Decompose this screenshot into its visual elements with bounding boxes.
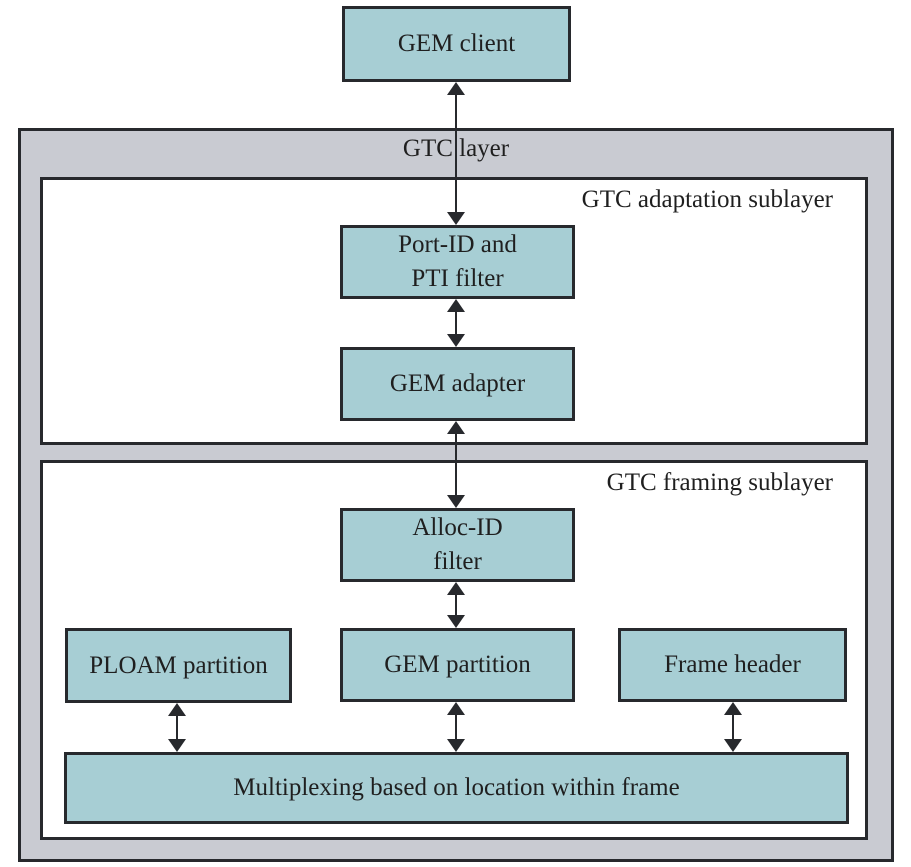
alloc-id-filter-line2: filter bbox=[433, 548, 482, 575]
gem-adapter-label: GEM adapter bbox=[389, 370, 526, 397]
arrowhead-down-icon bbox=[168, 739, 186, 752]
multiplexing-label: Multiplexing based on location within fr… bbox=[233, 774, 680, 801]
port-id-pti-filter-line1: Port-ID and bbox=[398, 231, 517, 258]
gem-partition-box: GEM partition bbox=[340, 628, 575, 702]
arrow-gem-partition-multiplexing bbox=[447, 702, 465, 752]
gtc-adaptation-sublayer-label: GTC adaptation sublayer bbox=[581, 186, 833, 213]
arrow-line bbox=[455, 426, 457, 503]
arrow-line bbox=[455, 304, 457, 342]
arrowhead-down-icon bbox=[447, 212, 465, 225]
arrow-line bbox=[455, 707, 457, 747]
arrow-line bbox=[176, 708, 178, 747]
port-id-pti-filter-line2: PTI filter bbox=[411, 265, 504, 292]
frame-header-box: Frame header bbox=[618, 628, 847, 702]
arrowhead-down-icon bbox=[447, 615, 465, 628]
arrowhead-down-icon bbox=[447, 739, 465, 752]
gtc-framing-sublayer-label: GTC framing sublayer bbox=[606, 469, 833, 496]
multiplexing-box: Multiplexing based on location within fr… bbox=[64, 752, 849, 824]
arrow-port-id-filter-gem-adapter bbox=[447, 299, 465, 347]
alloc-id-filter-box: Alloc-ID filter bbox=[340, 508, 575, 582]
gem-client-label: GEM client bbox=[397, 30, 516, 57]
arrow-gem-adapter-alloc-id-filter bbox=[447, 421, 465, 508]
alloc-id-filter-line1: Alloc-ID bbox=[412, 514, 503, 541]
gem-client-box: GEM client bbox=[342, 6, 571, 82]
arrow-line bbox=[455, 87, 457, 220]
gem-adapter-box: GEM adapter bbox=[340, 347, 575, 421]
arrowhead-down-icon bbox=[724, 739, 742, 752]
port-id-pti-filter-box: Port-ID and PTI filter bbox=[340, 225, 575, 299]
arrowhead-down-icon bbox=[447, 495, 465, 508]
arrowhead-down-icon bbox=[447, 334, 465, 347]
gem-partition-label: GEM partition bbox=[384, 651, 531, 678]
arrow-frame-header-multiplexing bbox=[724, 702, 742, 752]
arrow-gem-client-port-id-filter bbox=[447, 82, 465, 225]
arrow-ploam-partition-multiplexing bbox=[168, 703, 186, 752]
ploam-partition-label: PLOAM partition bbox=[89, 651, 268, 679]
ploam-partition-box: PLOAM partition bbox=[65, 628, 292, 703]
arrow-line bbox=[732, 707, 734, 747]
frame-header-label: Frame header bbox=[664, 651, 801, 678]
arrow-line bbox=[455, 587, 457, 623]
arrow-alloc-id-filter-gem-partition bbox=[447, 582, 465, 628]
